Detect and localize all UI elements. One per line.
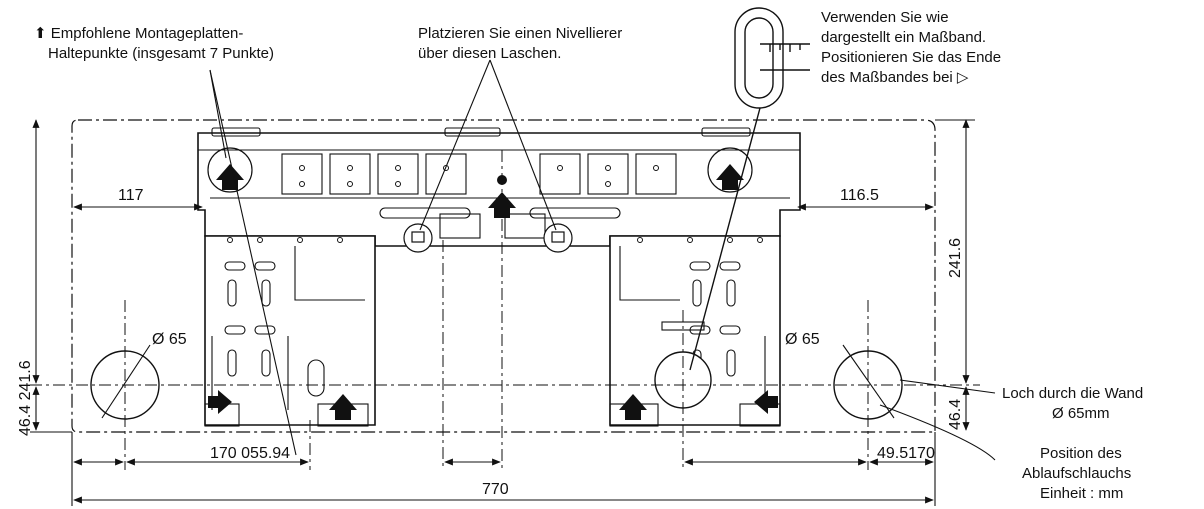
dim-left-offset: 117 <box>118 187 144 204</box>
leveler-note-line1: Platzieren Sie einen Nivellierer <box>418 25 622 42</box>
tape-note-line3: Positionieren Sie das Ende <box>821 49 1001 66</box>
tape-note-line2: dargestellt ein Maßband. <box>821 29 986 46</box>
hole-note-line2: Ø 65mm <box>1052 405 1110 422</box>
plate-details <box>198 127 800 427</box>
mount-point-circles <box>207 147 753 193</box>
dimension-lines <box>30 119 975 506</box>
tape-note-line1: Verwenden Sie wie <box>821 9 949 26</box>
dim-hole-left: Ø 65 <box>152 331 187 348</box>
tape-measure-callout <box>689 7 810 371</box>
hole-note-line1: Loch durch die Wand <box>1002 385 1143 402</box>
centre-lines <box>30 150 980 470</box>
dim-bottom-right: 49.5170 <box>877 445 935 462</box>
mount-points-note-line1: ⬆ Empfohlene Montageplatten- <box>34 25 243 42</box>
dim-right-offset: 116.5 <box>840 187 879 204</box>
dim-hole-right: Ø 65 <box>785 331 820 348</box>
dim-bottom-left: 170 055.94 <box>210 445 290 462</box>
mount-points-note-line2: Haltepunkte (insgesamt 7 Punkte) <box>48 45 274 62</box>
leveler-tabs <box>403 223 573 253</box>
dim-height-left: 46.4 241.6 <box>17 360 34 436</box>
unit-note: Einheit : mm <box>1040 485 1123 502</box>
dim-right-small: 46.4 <box>947 399 964 430</box>
mounting-arrows <box>208 164 778 420</box>
leveler-note-line2: über diesen Laschen. <box>418 45 561 62</box>
dim-center-width: 770 <box>482 481 509 498</box>
callout-leaders <box>209 59 996 461</box>
drain-note-line2: Ablaufschlauchs <box>1022 465 1131 482</box>
tape-note-line4: des Maßbandes bei ▷ <box>821 69 969 86</box>
indoor-unit-outline <box>71 119 936 433</box>
drain-note-line1: Position des <box>1040 445 1122 462</box>
dim-height-right: 241.6 <box>947 238 964 278</box>
annotation-texts: ⬆ Empfohlene Montageplatten- Haltepunkte… <box>17 9 1143 502</box>
